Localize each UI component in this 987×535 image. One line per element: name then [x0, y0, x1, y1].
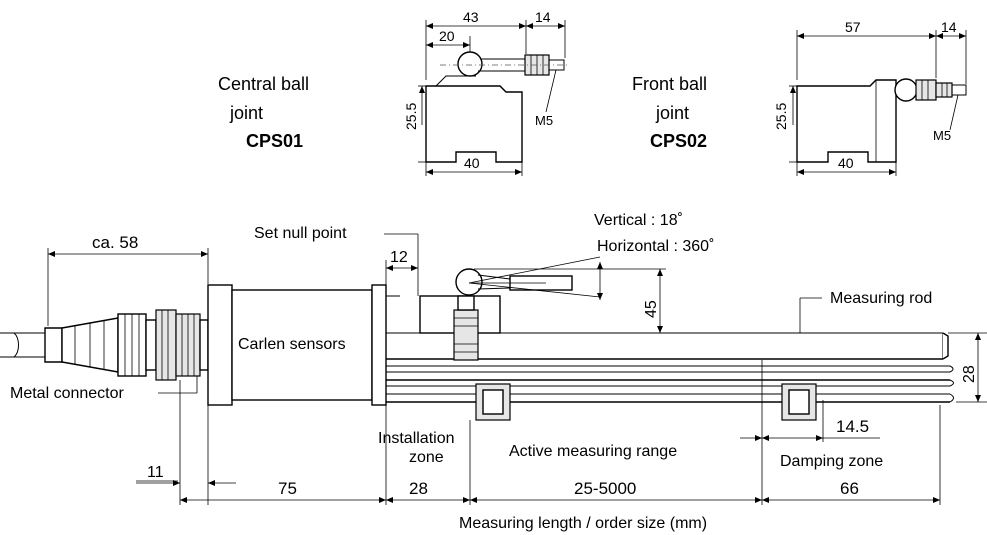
- cps02-dim-14: 14: [941, 19, 957, 35]
- installation-label: Installation: [378, 430, 455, 447]
- cps02-code: CPS02: [650, 131, 707, 151]
- cps01-name-line2: joint: [229, 103, 263, 123]
- horizontal-angle-label: Horizontal : 360˚: [597, 238, 714, 255]
- dim-ca-58-label: ca. 58: [92, 233, 138, 252]
- cable: [0, 332, 45, 358]
- set-null-point-label: Set null point: [254, 225, 347, 242]
- dim-45: 45: [474, 268, 666, 333]
- active-range-label: Active measuring range: [509, 443, 677, 460]
- cps02-name-line2: joint: [655, 103, 689, 123]
- cps01-drawing: 43 14 20 25.5 40 M5: [403, 9, 570, 176]
- damping-zone-label: Damping zone: [780, 453, 883, 470]
- metal-connector-label: Metal connector: [10, 385, 125, 402]
- dim-75-label: 75: [278, 479, 297, 498]
- cursor-slider: [419, 256, 601, 361]
- dim-66-label: 66: [840, 479, 859, 498]
- measuring-length-label: Measuring length / order size (mm): [459, 515, 707, 532]
- carlen-sensors-label: Carlen sensors: [238, 336, 346, 353]
- angle-annotation: Vertical : 18˚ Horizontal : 360˚: [594, 212, 714, 300]
- set-null-point-callout: Set null point 12: [254, 225, 419, 296]
- variant-cps02: Front ball joint CPS02 57 14: [632, 19, 967, 176]
- vertical-angle-label: Vertical : 18˚: [594, 212, 683, 229]
- sensor-housing: Carlen sensors: [207, 284, 387, 406]
- cps01-code: CPS01: [246, 131, 303, 151]
- cps02-ball-joint: [894, 78, 918, 102]
- cps01-dim-14: 14: [535, 9, 551, 25]
- cps02-dim-57: 57: [845, 19, 861, 35]
- measuring-rod-callout: Measuring rod: [799, 290, 932, 333]
- cps01-dim-25-5: 25.5: [403, 103, 419, 130]
- dim-range-label: 25-5000: [574, 479, 636, 498]
- dim-12-label: 12: [390, 249, 408, 266]
- cps01-ball-joint: [457, 51, 483, 77]
- variant-cps01: Central ball joint CPS01 43: [218, 9, 570, 176]
- cps01-dim-43: 43: [463, 9, 479, 25]
- dim-11-label: 11: [147, 464, 164, 481]
- main-sensor-drawing: Carlen sensors: [0, 212, 987, 532]
- metal-connector-callout: Metal connector: [10, 376, 198, 402]
- mounting-clamps: [475, 383, 817, 421]
- cps02-drawing: 57 14 25.5 40 M5: [773, 19, 967, 176]
- measuring-rod-label: Measuring rod: [830, 290, 932, 307]
- dim-14-5-label: 14.5: [836, 417, 869, 436]
- bottom-dimensions: 11 75 28 25-5000 66 Installation zone Ac…: [136, 360, 941, 532]
- dim-28-height: 28: [948, 332, 987, 403]
- cps02-dim-40: 40: [838, 155, 854, 171]
- central-ball-joint: [455, 268, 483, 296]
- cps02-name-line1: Front ball: [632, 74, 707, 94]
- dim-45-label: 45: [643, 300, 660, 318]
- cps02-thread-m5: M5: [933, 128, 951, 143]
- cps01-name-line1: Central ball: [218, 74, 309, 94]
- cps01-dim-40: 40: [464, 155, 480, 171]
- dim-28-height-label: 28: [961, 365, 978, 383]
- zone-label: zone: [409, 449, 444, 466]
- metal-connector: [44, 309, 209, 381]
- cps01-dim-20: 20: [439, 28, 455, 44]
- cps01-thread-m5: M5: [535, 113, 553, 128]
- cps02-dim-25-5: 25.5: [773, 103, 789, 130]
- dim-ca-58: ca. 58: [47, 233, 209, 326]
- dim-28-label: 28: [409, 479, 428, 498]
